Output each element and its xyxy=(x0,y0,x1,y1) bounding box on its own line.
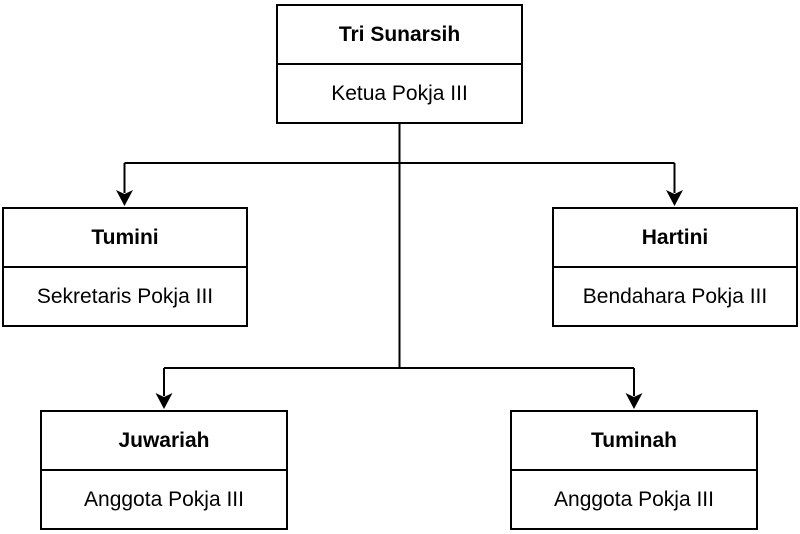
arrowhead-hartini-icon xyxy=(666,190,683,206)
org-node-tumini: Tumini Sekretaris Pokja III xyxy=(2,207,248,327)
arrowhead-juwariah-icon xyxy=(155,393,173,409)
node-role: Bendahara Pokja III xyxy=(582,284,768,308)
org-node-hartini: Hartini Bendahara Pokja III xyxy=(552,207,798,327)
node-role: Anggota Pokja III xyxy=(554,487,714,511)
org-node-tri-sunarsih: Tri Sunarsih Ketua Pokja III xyxy=(276,4,523,124)
node-role: Anggota Pokja III xyxy=(84,487,244,511)
arrowhead-tuminah-icon xyxy=(625,393,643,409)
node-name: Hartini xyxy=(554,209,796,268)
org-node-juwariah: Juwariah Anggota Pokja III xyxy=(40,410,288,530)
node-name: Tuminah xyxy=(512,412,756,471)
org-node-tuminah: Tuminah Anggota Pokja III xyxy=(510,410,758,530)
node-name: Tumini xyxy=(4,209,246,268)
node-name: Juwariah xyxy=(42,412,286,471)
arrowhead-tumini-icon xyxy=(116,190,133,206)
node-role: Sekretaris Pokja III xyxy=(36,284,214,308)
node-name: Tri Sunarsih xyxy=(278,6,521,65)
node-role: Ketua Pokja III xyxy=(331,81,468,105)
